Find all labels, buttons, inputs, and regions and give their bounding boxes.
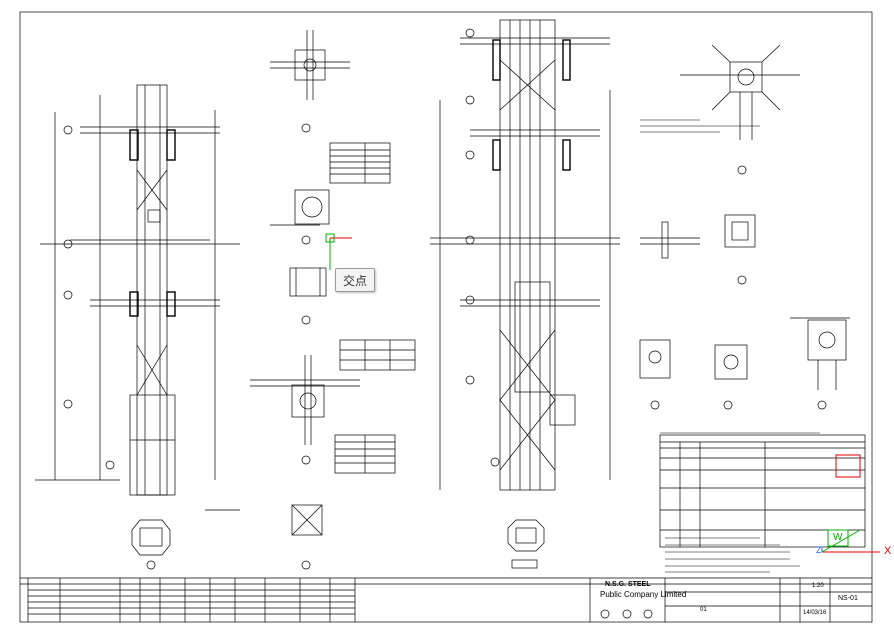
detail-5	[680, 44, 800, 175]
snap-crosshair	[325, 233, 352, 270]
drawing-note-lines	[640, 119, 820, 573]
detail-2	[270, 189, 330, 325]
detail-1	[270, 30, 350, 133]
notes-table	[659, 434, 866, 548]
spec-table-3	[334, 434, 396, 474]
spec-table-2	[339, 339, 416, 371]
ucs-x-label: X	[884, 545, 892, 557]
ucs-z-label: Z	[816, 545, 822, 555]
title-block	[20, 577, 872, 622]
spec-table-1	[329, 142, 391, 184]
detail-4	[205, 504, 323, 570]
sheet-border	[19, 11, 873, 623]
company-name-line1: N.S.G. STEEL	[605, 581, 651, 588]
ucs-w-label: W	[833, 532, 843, 543]
right-column-elevation	[430, 19, 620, 569]
drawing-number: NS-01	[838, 595, 858, 602]
drawing-date: 14/03/16	[803, 610, 827, 616]
detail-6	[640, 214, 756, 285]
detail-7	[639, 317, 850, 410]
left-column-elevation	[35, 84, 240, 570]
company-name-line2: Public Company Limited	[600, 590, 687, 599]
osnap-tooltip: 交点	[335, 268, 375, 292]
ucs-axis-icon	[821, 454, 880, 553]
drawing-scale: 1:20	[812, 583, 824, 589]
detail-3	[250, 355, 360, 465]
revision-number: 01	[700, 607, 707, 613]
